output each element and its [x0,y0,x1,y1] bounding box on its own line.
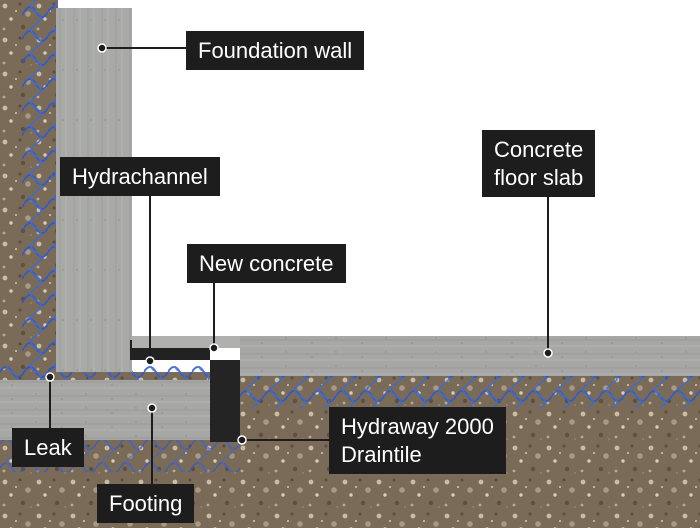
mesh-left [22,0,58,380]
label-hydrachannel: Hydrachannel [60,157,220,196]
dot-draintile [237,435,247,445]
dot-foundation-wall [97,43,107,53]
dot-leak [45,372,55,382]
draintile-block [210,360,240,442]
hydrachannel-shape [130,348,210,360]
label-new-concrete: New concrete [187,244,346,283]
label-footing: Footing [97,484,195,523]
label-leak: Leak [12,428,84,467]
dot-hydrachannel [145,356,155,366]
dot-footing [147,403,157,413]
dot-new-concrete [209,343,219,353]
dot-floor-slab [543,348,553,358]
floor-slab-block [240,336,700,376]
label-foundation-wall: Foundation wall [186,31,365,70]
new-concrete-block [132,336,242,348]
label-concrete-floor-slab: Concrete floor slab [482,130,596,197]
label-hydraway-draintile: Hydraway 2000 Draintile [329,407,506,474]
hydrachannel-lip [130,340,138,360]
